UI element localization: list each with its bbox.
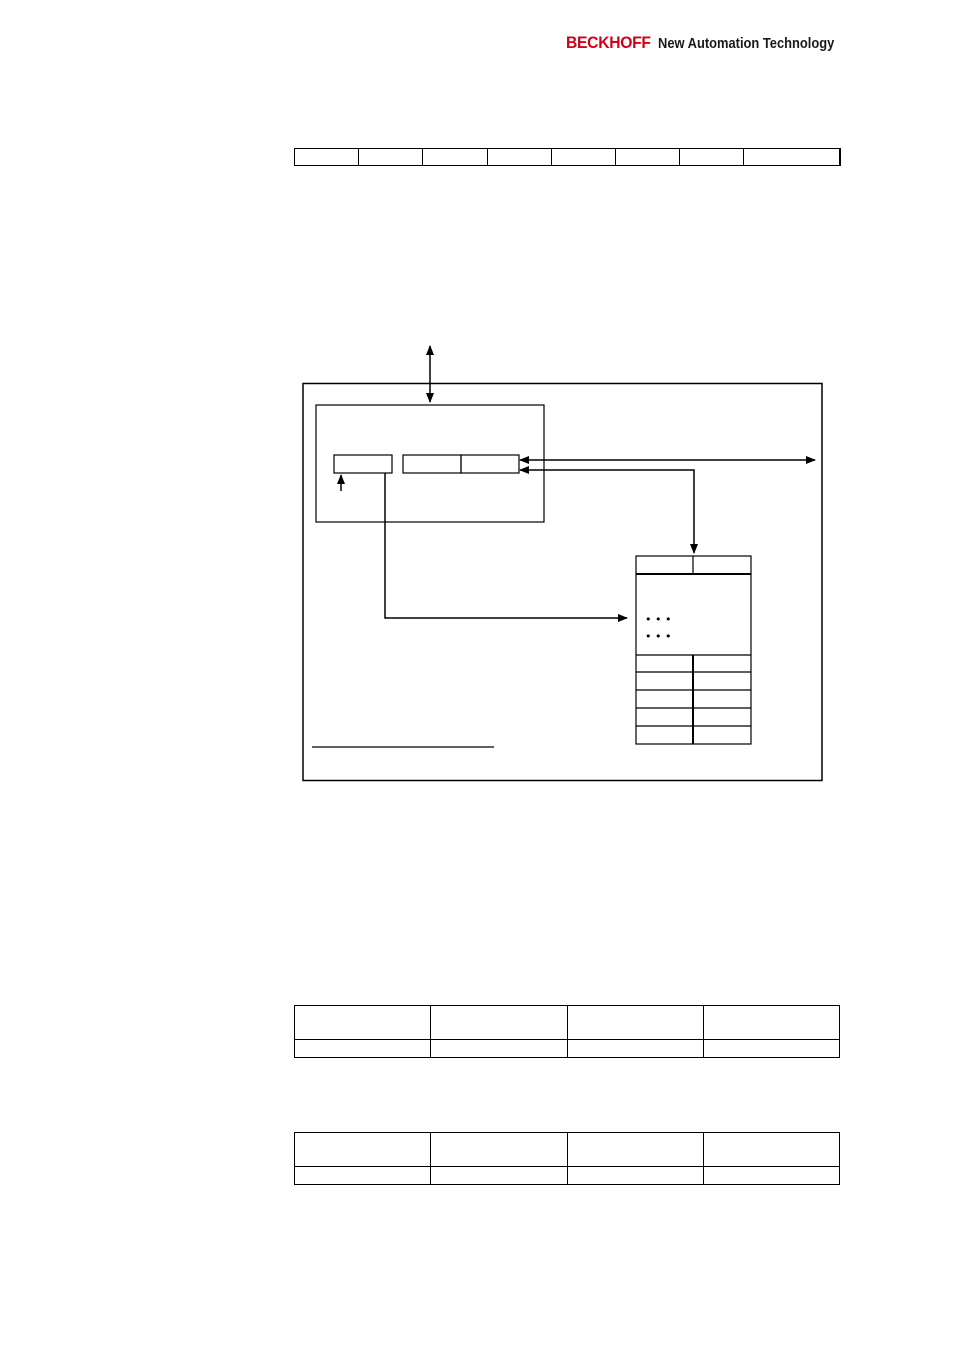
- table-header-cell: [293, 1132, 432, 1167]
- ellipsis-mark: • • •: [645, 613, 671, 626]
- memory-table: [635, 555, 752, 745]
- bit-table: [293, 148, 842, 166]
- tagline: New Automation Technology: [658, 35, 835, 52]
- data-table-1: [293, 1005, 841, 1058]
- table-cell: [430, 1166, 568, 1185]
- beckhoff-logo: BECKHOFF: [566, 33, 651, 52]
- table-header-cell: [566, 1005, 704, 1040]
- table-header-cell: [430, 1132, 568, 1167]
- module-box: [315, 404, 545, 523]
- block-diagram: • • • • • •: [302, 345, 823, 782]
- header-logo: BECKHOFF New Automation Technology: [566, 33, 863, 53]
- table-cell: [430, 1039, 568, 1058]
- table-header-cell: [702, 1132, 841, 1167]
- table-cell: [702, 1166, 841, 1185]
- data-table-2: [293, 1132, 841, 1185]
- bit-cell: [743, 148, 842, 166]
- register-box-2: [402, 454, 462, 474]
- register-box-3: [460, 454, 520, 474]
- table-cell: [293, 1039, 432, 1058]
- table-cell: [566, 1166, 704, 1185]
- table-cell: [293, 1166, 432, 1185]
- ellipsis-mark: • • •: [645, 630, 671, 643]
- table-header-cell: [566, 1132, 704, 1167]
- table-header-cell: [702, 1005, 841, 1040]
- table-cell: [702, 1039, 841, 1058]
- outer-frame: [302, 382, 823, 782]
- table-header-cell: [430, 1005, 568, 1040]
- table-row: [293, 1039, 841, 1058]
- table-cell: [566, 1039, 704, 1058]
- table-header-cell: [293, 1005, 432, 1040]
- memory-link-arrow: [519, 466, 698, 554]
- bit-table-row: [293, 148, 842, 166]
- register-box-1: [333, 454, 393, 474]
- table-header-row: [293, 1132, 841, 1167]
- pointer-line-arrow: [384, 473, 628, 622]
- table-header-row: [293, 1005, 841, 1040]
- table-row: [293, 1166, 841, 1185]
